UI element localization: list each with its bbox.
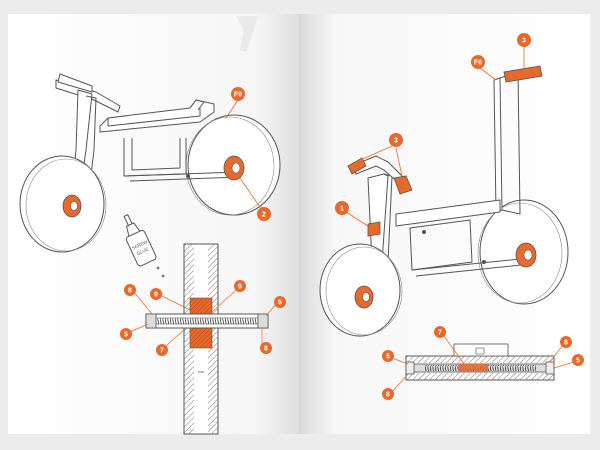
callout-7-right-text: 7 (438, 330, 442, 337)
callout-f9-text: F9 (234, 92, 242, 99)
seat-grip-top (503, 65, 543, 83)
callout-5b-text: 5 (278, 300, 282, 307)
callout-7-left-text: 7 (160, 348, 164, 355)
callout-1-text: 1 (340, 206, 344, 213)
callout-8a-text: 8 (128, 288, 132, 295)
callout-8b-right-text: 8 (564, 340, 568, 347)
callout-3-mid-text: 3 (394, 138, 398, 145)
callout-1 (335, 201, 349, 215)
callout-3-top (517, 33, 531, 47)
callout-7-right (434, 326, 446, 338)
callout-2-text: 2 (262, 212, 266, 219)
callout-5a (120, 328, 132, 340)
callout-3-top-text: 3 (522, 38, 526, 45)
handle-grip-right (393, 175, 413, 195)
callout-5a-text: 5 (124, 332, 128, 339)
glue-bottle-icon: SCREW GLUE (123, 214, 157, 267)
callout-8b-text: 8 (264, 346, 268, 353)
callout-7-left (156, 344, 168, 356)
front-wheel-left (19, 155, 105, 253)
callout-9a-text: 9 (154, 292, 158, 299)
callout-8a-right-text: 8 (386, 392, 390, 399)
callout-8b-right (560, 336, 572, 348)
callout-5a-right-text: 5 (386, 354, 390, 361)
handle-grip-left (347, 157, 367, 175)
callout-f6 (471, 55, 485, 69)
glue-label-1: SCREW (131, 239, 149, 251)
callout-8b (260, 342, 272, 354)
callout-8a-right (382, 388, 394, 400)
faint-bottle-ghost (236, 16, 258, 52)
callout-5b-right-text: 5 (576, 358, 580, 365)
callout-2 (257, 207, 271, 221)
callout-9a (150, 288, 162, 300)
callout-3-mid (389, 133, 403, 147)
glue-label-2: GLUE (136, 247, 149, 257)
left-cross-section (145, 243, 269, 435)
callout-5b (274, 296, 286, 308)
headtube-collar (367, 221, 381, 237)
callout-9b-text: 9 (238, 284, 242, 291)
callout-5b-right (572, 354, 584, 366)
callout-5a-right (382, 350, 394, 362)
callout-f9 (231, 87, 245, 101)
callout-f6-text: F6 (474, 60, 482, 67)
callout-8a (124, 284, 136, 296)
callout-9b (234, 280, 246, 292)
